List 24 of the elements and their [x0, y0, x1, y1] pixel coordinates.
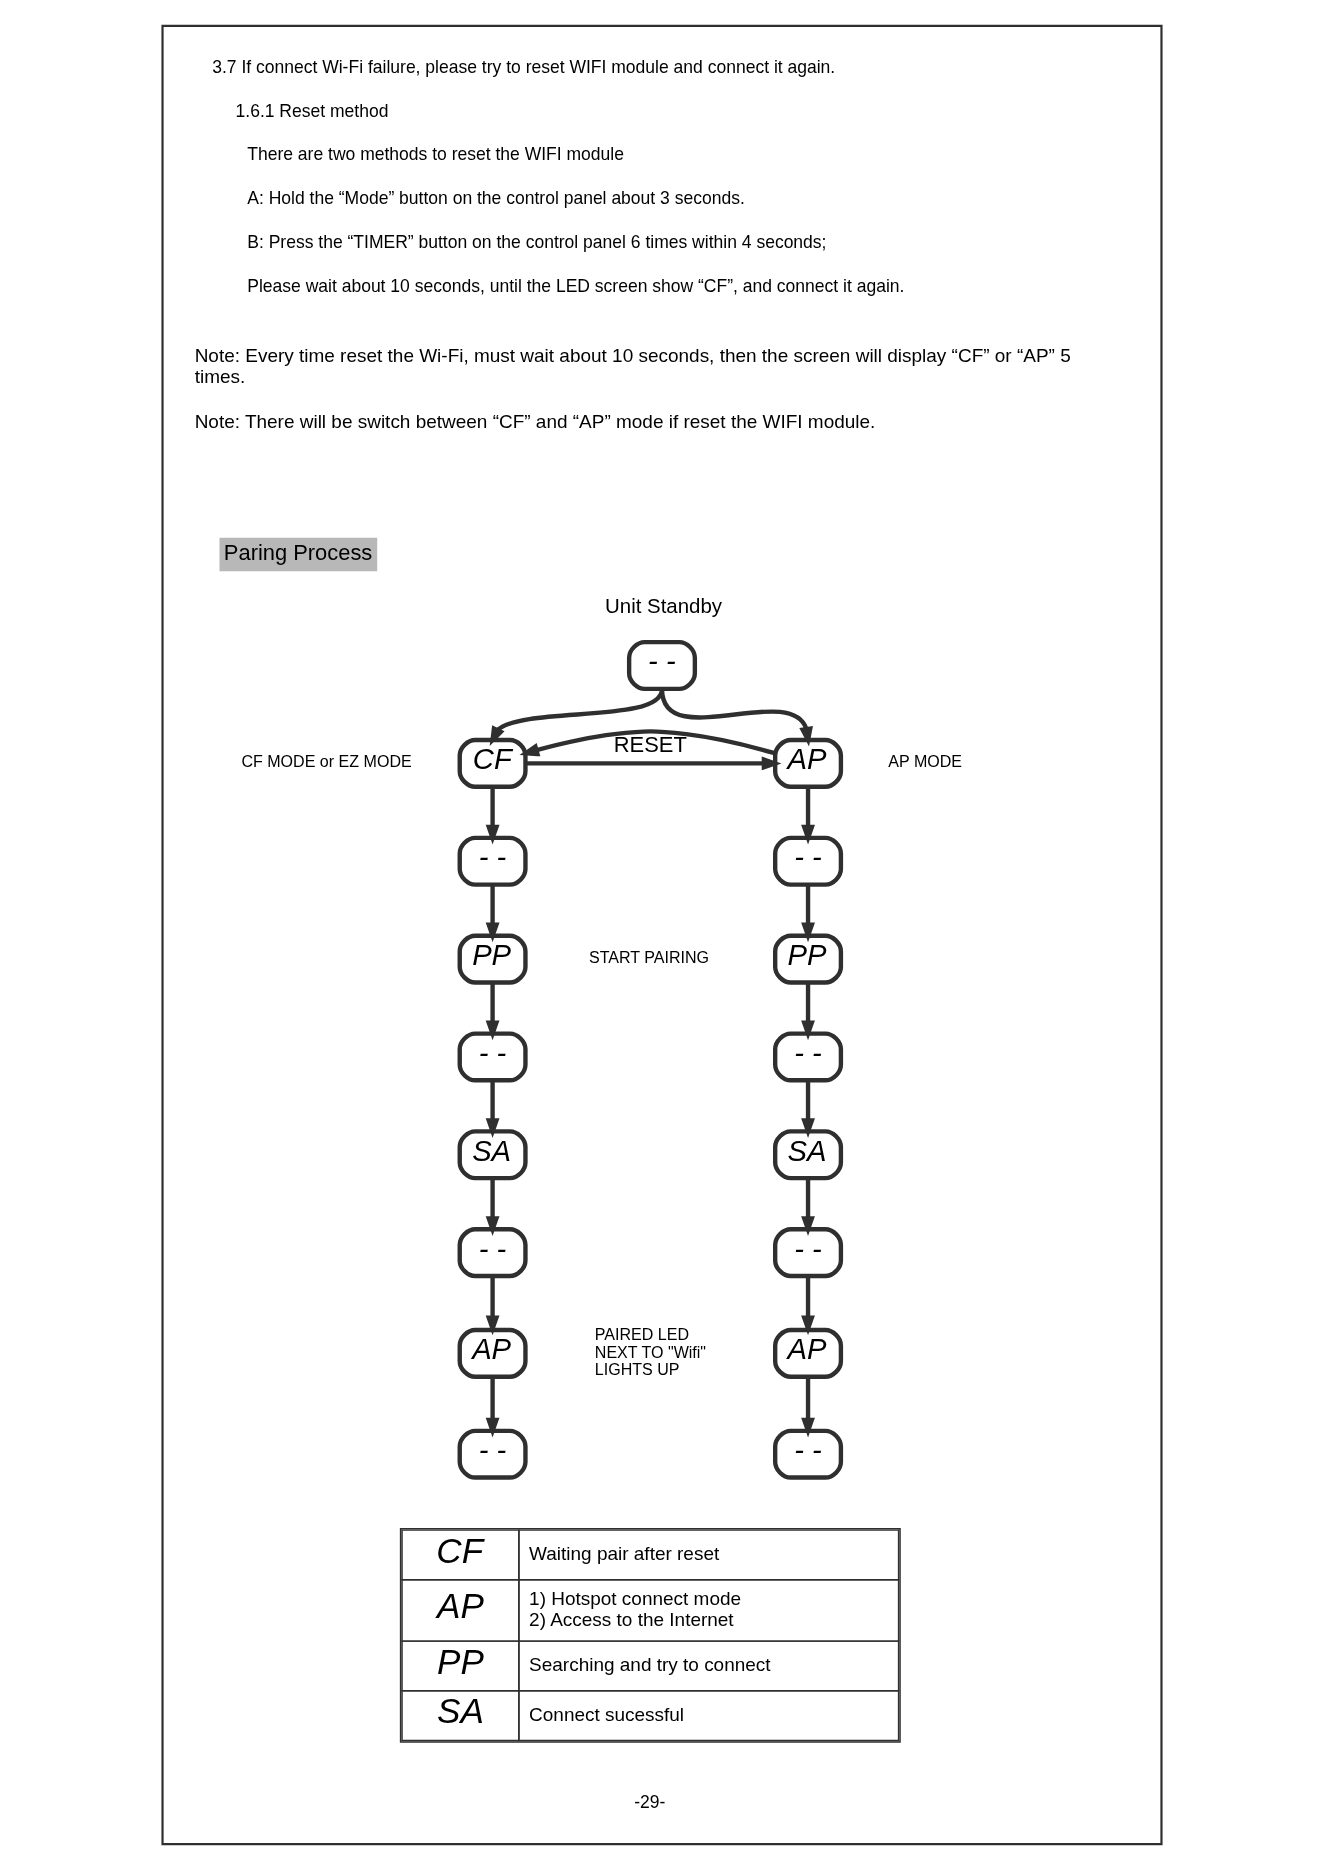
label: PP: [436, 1641, 484, 1681]
label: Please wait about 10 seconds, until the LED screen show “CF”, and connect it again.: [246, 275, 904, 296]
label: Note: Every time reset the Wi-Fi, must wait about 10 seconds, then the screen will display “CF” or “AP” 5 times.: [194, 345, 1071, 387]
label: START PAIRING: [588, 948, 709, 967]
label: B: Press the “TIMER” button on the control panel 6 times within 4 seconds;: [246, 232, 826, 252]
label: Connect sucessful: [528, 1703, 684, 1725]
label: -29-: [633, 1791, 665, 1812]
label: 3.7 If connect Wi-Fi failure, please try to reset WIFI module and connect it again.: [211, 56, 835, 77]
label: Paring Process: [223, 539, 372, 565]
label: CF: [435, 1530, 483, 1570]
node-label: CF MODE or EZ MODE: [240, 752, 412, 771]
label: SA: [436, 1691, 484, 1731]
node-label: Unit Standby: [604, 593, 722, 617]
label: AP: [436, 1586, 484, 1626]
edge-label: RESET: [613, 731, 687, 757]
label: 1) Hotspot connect mode 2) Access to the Internet: [528, 1588, 741, 1630]
label: Note: There will be switch between “CF” and “AP” mode if reset the WIFI module.: [194, 411, 875, 433]
label: PAIRED LED NEXT TO "Wifi" LIGHTS UP: [594, 1324, 706, 1379]
label: Waiting pair after reset: [528, 1542, 719, 1564]
label: 1.6.1 Reset method: [235, 100, 388, 121]
label: There are two methods to reset the WIFI module: [246, 144, 624, 165]
label: Searching and try to connect: [528, 1653, 771, 1675]
node-label: AP MODE: [887, 752, 962, 771]
label: A: Hold the “Mode” button on the control panel about 3 seconds.: [246, 188, 745, 209]
